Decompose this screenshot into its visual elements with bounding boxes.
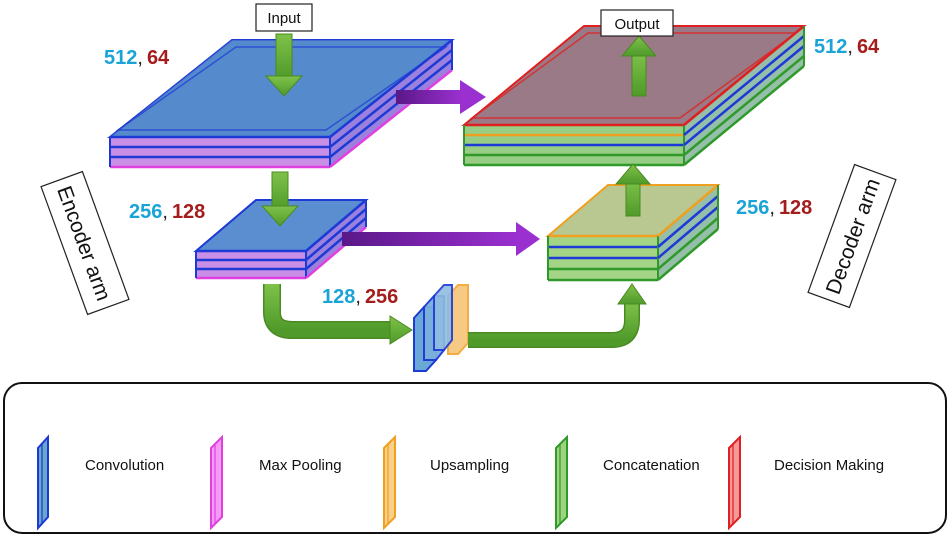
legend-item-concatenation: Concatenation bbox=[555, 434, 700, 531]
dim-label-top-right: 512,64 bbox=[814, 36, 880, 58]
legend-item-convolution: Convolution bbox=[37, 434, 164, 531]
concatenation-swatch bbox=[555, 434, 568, 531]
output-label-box: Output bbox=[600, 9, 674, 37]
legend-label-decision-making: Decision Making bbox=[774, 457, 884, 474]
input-arrow bbox=[264, 33, 304, 97]
upsampling-swatch bbox=[383, 434, 396, 531]
upsample-arrow-1 bbox=[468, 283, 647, 348]
skip-connection-arrow-2 bbox=[342, 222, 540, 256]
downsample-arrow-1 bbox=[260, 171, 300, 227]
convolution-swatch bbox=[37, 434, 49, 531]
legend: Convolution Max Pooling Upsampling Conca… bbox=[3, 382, 947, 534]
legend-item-upsampling: Upsampling bbox=[383, 434, 509, 531]
max-pooling-swatch bbox=[210, 434, 223, 531]
input-label: Input bbox=[267, 10, 301, 27]
downsample-arrow-2 bbox=[263, 284, 413, 345]
skip-connection-arrow-1 bbox=[396, 80, 486, 114]
output-label: Output bbox=[614, 16, 660, 33]
bottleneck-block bbox=[413, 284, 469, 372]
dim-label-mid-right: 256,128 bbox=[736, 197, 812, 219]
legend-label-concatenation: Concatenation bbox=[603, 457, 700, 474]
legend-label-max-pooling: Max Pooling bbox=[259, 457, 342, 474]
upsample-arrow-2 bbox=[614, 163, 652, 217]
encoder-arm-box: Encoder arm bbox=[40, 170, 130, 316]
dim-label-bottom: 128,256 bbox=[322, 286, 398, 308]
output-arrow bbox=[620, 35, 658, 97]
dim-label-top-left: 512,64 bbox=[104, 47, 170, 69]
legend-item-decision-making: Decision Making bbox=[728, 434, 884, 531]
decoder-arm-box: Decoder arm bbox=[807, 163, 897, 309]
legend-label-upsampling: Upsampling bbox=[430, 457, 509, 474]
decision-making-swatch bbox=[728, 434, 741, 531]
dim-label-mid-left: 256,128 bbox=[129, 201, 205, 223]
legend-item-max-pooling: Max Pooling bbox=[210, 434, 342, 531]
legend-label-convolution: Convolution bbox=[85, 457, 164, 474]
input-label-box: Input bbox=[255, 3, 313, 32]
